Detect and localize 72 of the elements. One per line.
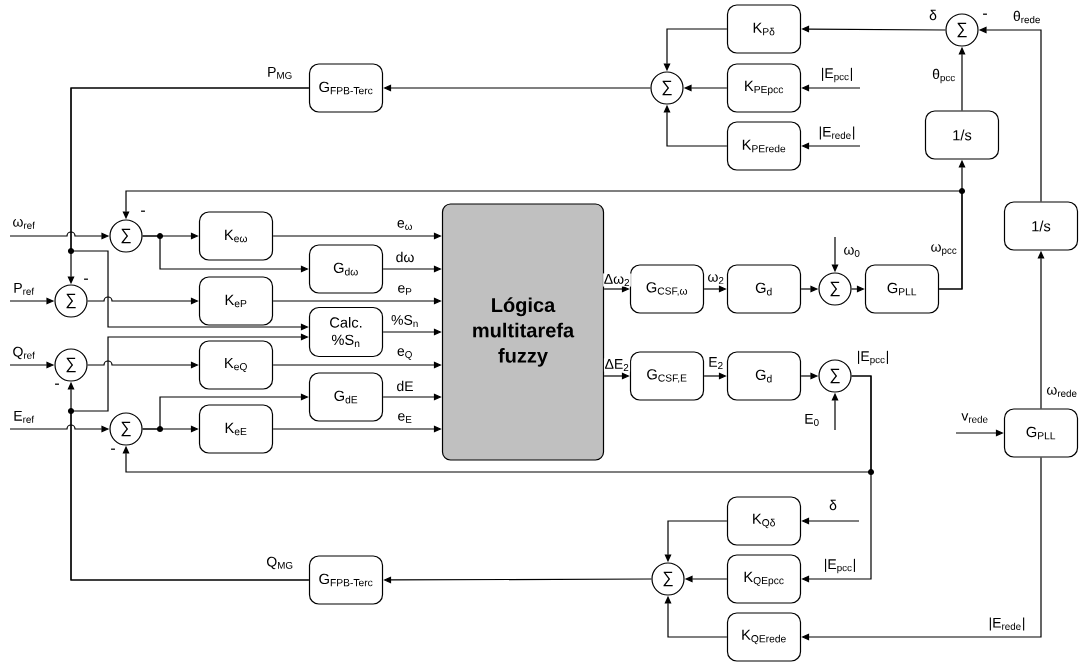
signal-label: |E$_{rede}$|	[817, 125, 857, 141]
summing-junction: ∑	[651, 562, 685, 596]
transfer-function-block: G$_{d}$	[726, 264, 802, 314]
signal-label: e$_{Q}$	[396, 347, 414, 361]
summing-junction: ∑	[650, 71, 684, 105]
signal-label: Q$_{ref}$	[11, 346, 37, 360]
signal-label: |E$_{pcc}$|	[823, 558, 857, 574]
signal-label: ω$_{2}$	[706, 273, 726, 285]
signal-label: ω$_{0}$	[842, 246, 862, 258]
transfer-function-block: K$_{eP}$	[198, 276, 274, 326]
minus-sign: -	[84, 278, 88, 280]
signal-label: |E$_{rede}$|	[987, 616, 1027, 632]
summing-junction: ∑	[54, 284, 88, 318]
transfer-function-block: K$_{Qδ}$	[726, 496, 802, 546]
signal-label: ω$_{rede}$	[1045, 386, 1079, 398]
signal-label: ΔE$_{2}$	[603, 358, 631, 372]
transfer-function-block: G$_{FPB-Terc}$	[308, 555, 384, 605]
transfer-function-block: K$_{Pδ}$	[726, 4, 802, 54]
summing-junction: ∑	[945, 13, 979, 47]
summing-junction: ∑	[109, 219, 143, 253]
signal-label: δ	[828, 499, 838, 511]
signal-label: e$_{ω}$	[396, 219, 414, 231]
signal-label: P$_{MG}$	[266, 66, 294, 80]
minus-sign: -	[983, 13, 987, 15]
transfer-function-block: K$_{eE}$	[198, 404, 274, 454]
signal-label: P$_{ref}$	[12, 282, 36, 296]
summing-junction: ∑	[818, 272, 852, 306]
minus-sign: -	[141, 210, 145, 212]
transfer-function-block: K$_{PEpcc}$	[726, 63, 802, 113]
signal-label: dE	[395, 380, 415, 392]
transfer-function-block: 1/s	[924, 110, 1000, 160]
arrow	[70, 87, 310, 331]
transfer-function-block: K$_{QErede}$	[726, 612, 802, 662]
transfer-function-block: K$_{PErede}$	[726, 121, 802, 171]
signal-label: e$_{P}$	[396, 284, 414, 296]
transfer-function-block: K$_{QEpcc}$	[726, 554, 802, 604]
signal-label: θ$_{pcc}$	[931, 68, 957, 84]
fuzzy-logic-block: Lógica multitarefa fuzzy	[441, 203, 605, 461]
signal-label: δ	[928, 9, 938, 21]
transfer-function-block: K$_{eQ}$	[198, 340, 274, 390]
signal-label: dω	[395, 251, 416, 263]
signal-label: e$_{E}$	[396, 412, 414, 424]
summing-junction: ∑	[54, 348, 88, 382]
signal-label: θ$_{rede}$	[1012, 10, 1042, 24]
transfer-function-block: G$_{PLL}$	[864, 264, 940, 314]
signal-label: %S$_{n}$	[390, 314, 420, 328]
signal-label: ω$_{pcc}$	[929, 243, 959, 257]
transfer-function-block: Calc. %S$_{n}$	[308, 306, 384, 358]
signal-label: Q$_{MG}$	[265, 556, 295, 570]
signal-label: Δω$_{2}$	[603, 273, 631, 287]
transfer-function-block: G$_{dω}$	[308, 244, 384, 294]
signal-label: E$_{2}$	[707, 356, 725, 370]
transfer-function-block: G$_{CSF,ω}$	[629, 264, 705, 314]
signal-label: |E$_{pcc}$|	[820, 67, 854, 83]
transfer-function-block: G$_{CSF,E}$	[629, 351, 705, 401]
transfer-function-block: 1/s	[1003, 201, 1079, 251]
signal-label: ω$_{ref}$	[11, 218, 37, 230]
transfer-function-block: G$_{PLL}$	[1003, 408, 1079, 458]
summing-junction: ∑	[818, 359, 852, 393]
transfer-function-block: K$_{eω}$	[198, 211, 274, 261]
minus-sign: -	[55, 383, 59, 385]
transfer-function-block: G$_{d}$	[726, 351, 802, 401]
signal-label: E$_{0}$	[803, 413, 821, 427]
arrow	[122, 190, 963, 290]
signal-label: |E$_{pcc}$|	[856, 350, 890, 366]
signal-label: E$_{ref}$	[12, 410, 36, 424]
transfer-function-block: G$_{FPB-Terc}$	[308, 63, 384, 113]
summing-junction: ∑	[109, 412, 143, 446]
transfer-function-block: G$_{dE}$	[308, 372, 384, 422]
signal-label: v$_{rede}$	[960, 412, 990, 424]
minus-sign: -	[111, 448, 115, 450]
arrow	[70, 333, 310, 581]
